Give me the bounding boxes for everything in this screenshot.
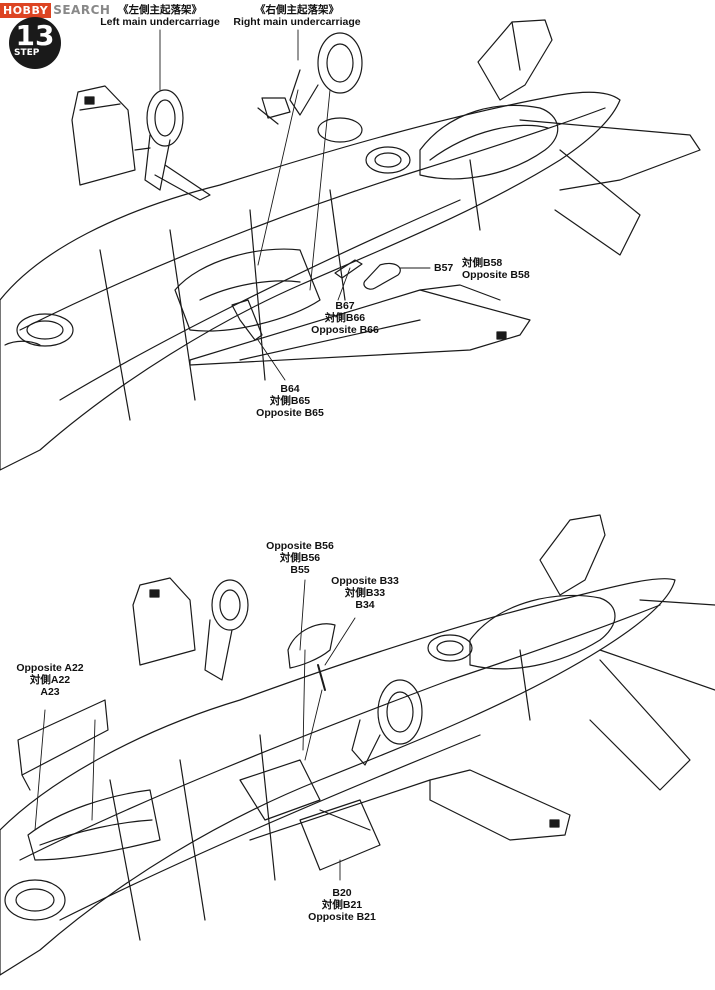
label-b20-cn: 対側B21: [321, 899, 363, 911]
label-b34-part: B34: [355, 599, 375, 611]
label-b20-en: Opposite B21: [308, 911, 376, 923]
label-b57-text: B57: [434, 262, 454, 274]
label-a23-en: Opposite A22: [16, 662, 84, 674]
right-gear-assembly: [257, 32, 363, 125]
label-a23: Opposite A22 対側A22 A23: [10, 662, 90, 698]
step-badge: 13 STEP: [8, 16, 62, 70]
label-b55-en: Opposite B56: [266, 540, 334, 552]
label-left-undercarriage-en: Left main undercarriage: [100, 16, 220, 28]
label-a23-cn: 対側A22: [29, 674, 71, 686]
lower-right-gear: [351, 679, 423, 766]
label-a23-part: A23: [40, 686, 60, 698]
label-b58-en: Opposite B58: [462, 269, 530, 281]
label-b58-cn: 対側B58: [462, 257, 503, 269]
label-b20: B20 対側B21 Opposite B21: [297, 887, 387, 923]
lower-aircraft: [0, 514, 715, 976]
watermark: HOBBY SEARCH: [0, 0, 170, 20]
label-b58: 対側B58 Opposite B58: [462, 257, 530, 281]
label-b64-en: Opposite B65: [256, 407, 324, 419]
label-b55: Opposite B56 対側B56 B55: [255, 540, 345, 576]
label-b55-cn: 対側B56: [279, 552, 321, 564]
label-right-undercarriage: 《右側主起落架》 Right main undercarriage: [232, 4, 362, 28]
left-gear-assembly: [134, 89, 211, 201]
label-b55-part: B55: [290, 564, 310, 576]
watermark-text: SEARCH: [53, 3, 111, 17]
label-b67-part: B67: [335, 300, 355, 312]
label-b20-part: B20: [332, 887, 352, 899]
label-b64: B64 対側B65 Opposite B65: [245, 383, 335, 419]
label-b67-cn: 対側B66: [324, 312, 366, 324]
step-word: STEP: [14, 48, 40, 58]
step-circle-icon: [9, 17, 61, 69]
watermark-logo: HOBBY: [0, 2, 52, 18]
label-b64-cn: 対側B65: [269, 395, 311, 407]
upper-aircraft: [0, 19, 701, 471]
step-number: 13: [15, 19, 55, 52]
label-right-undercarriage-en: Right main undercarriage: [233, 16, 361, 28]
label-b34-en: Opposite B33: [331, 575, 399, 587]
label-b64-part: B64: [280, 383, 300, 395]
label-left-undercarriage: 《左側主起落架》 Left main undercarriage: [100, 4, 220, 28]
label-b57: B57: [434, 262, 453, 274]
label-b34-cn: 対側B33: [344, 587, 386, 599]
label-b67: B67 対側B66 Opposite B66: [300, 300, 390, 336]
label-left-undercarriage-cn: 《左側主起落架》: [118, 4, 202, 16]
label-right-undercarriage-cn: 《右側主起落架》: [255, 4, 339, 16]
label-b67-en: Opposite B66: [311, 324, 379, 336]
lower-left-gear: [204, 579, 249, 681]
label-b34: Opposite B33 対側B33 B34: [320, 575, 410, 611]
